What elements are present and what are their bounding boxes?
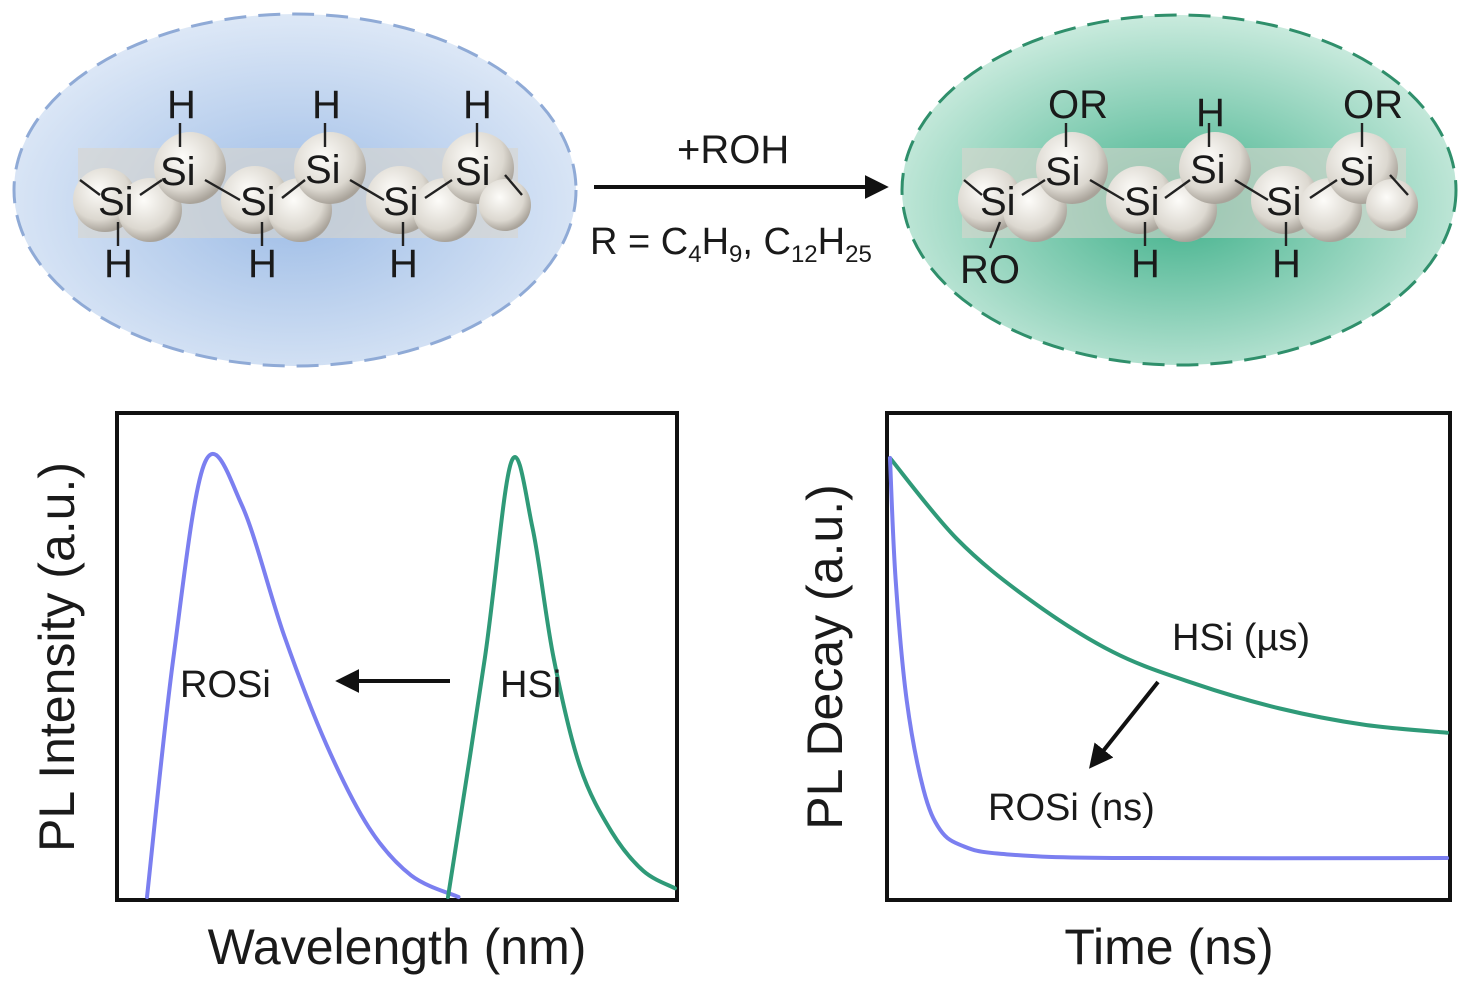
right-or-top-1: OR <box>1048 83 1108 127</box>
left-si-3: Si <box>240 180 276 224</box>
series-line-hsi-s <box>888 456 1449 735</box>
plot-frame-decay <box>885 411 1452 902</box>
right-h-bottom-3: H <box>1272 242 1301 286</box>
alkoxy-silicon-panel: Si Si Si Si Si Si OR H OR RO H H <box>900 13 1458 367</box>
left-si-5: Si <box>383 180 419 224</box>
plot-frame-intensity <box>115 411 679 902</box>
left-h-top-1: H <box>167 83 196 127</box>
intensity-series <box>145 452 677 899</box>
series-line-rosi-ns <box>888 456 1449 861</box>
y-axis-label-decay: PL Decay (a.u.) <box>797 484 853 830</box>
left-h-top-2: H <box>312 83 341 127</box>
left-h-bottom-3: H <box>389 242 418 286</box>
left-si-6: Si <box>455 150 491 194</box>
right-h-bottom-2: H <box>1131 242 1160 286</box>
right-si-5: Si <box>1266 180 1302 224</box>
annotation-hsi: HSi <box>500 664 561 706</box>
right-h-top-2: H <box>1196 91 1225 135</box>
right-ro-bottom-1: RO <box>960 248 1020 292</box>
left-atom-labels: Si Si Si Si Si Si H H H H H H <box>98 83 492 286</box>
pl-intensity-chart: ROSi HSi Wavelength (nm) PL Intensity (a… <box>29 411 679 975</box>
right-bonds <box>963 123 1409 249</box>
right-si-4: Si <box>1190 148 1226 192</box>
left-si-4: Si <box>305 148 341 192</box>
right-or-top-3: OR <box>1343 83 1403 127</box>
annotation-hsi-us: HSi (µs) <box>1172 617 1310 659</box>
annotation-rosi-ns: ROSi (ns) <box>988 787 1155 829</box>
left-si-2: Si <box>160 150 196 194</box>
x-axis-label-wavelength: Wavelength (nm) <box>208 919 587 975</box>
y-axis-label-intensity: PL Intensity (a.u.) <box>29 462 85 852</box>
reagent-label: +ROH <box>677 128 789 172</box>
right-sphere-backdrop <box>958 132 1418 242</box>
x-axis-label-time: Time (ns) <box>1064 919 1273 975</box>
right-si-6: Si <box>1339 150 1375 194</box>
reaction-arrow-group: +ROH R = C4H9, C12H25 <box>590 128 889 268</box>
pl-decay-chart: HSi (µs) ROSi (ns) Time (ns) PL Decay (a… <box>797 411 1452 975</box>
right-atom-labels: Si Si Si Si Si Si OR H OR RO H H <box>960 83 1403 292</box>
right-si-2: Si <box>1045 150 1081 194</box>
hydride-silicon-panel: Si Si Si Si Si Si H H H H H H <box>12 12 578 368</box>
decay-series <box>888 456 1449 861</box>
series-line-hsi <box>446 455 677 899</box>
right-si-3: Si <box>1124 180 1160 224</box>
left-sphere-backdrop <box>73 132 531 242</box>
annotation-rosi: ROSi <box>180 664 271 706</box>
left-h-bottom-2: H <box>248 242 277 286</box>
condition-label: R = C4H9, C12H25 <box>590 221 872 268</box>
decay-arrow <box>1089 680 1160 769</box>
left-si-1: Si <box>98 180 134 224</box>
left-h-bottom-1: H <box>104 242 133 286</box>
right-si-1: Si <box>980 180 1016 224</box>
left-bonds <box>79 123 523 246</box>
left-h-top-3: H <box>463 83 492 127</box>
series-line-rosi <box>145 452 461 899</box>
